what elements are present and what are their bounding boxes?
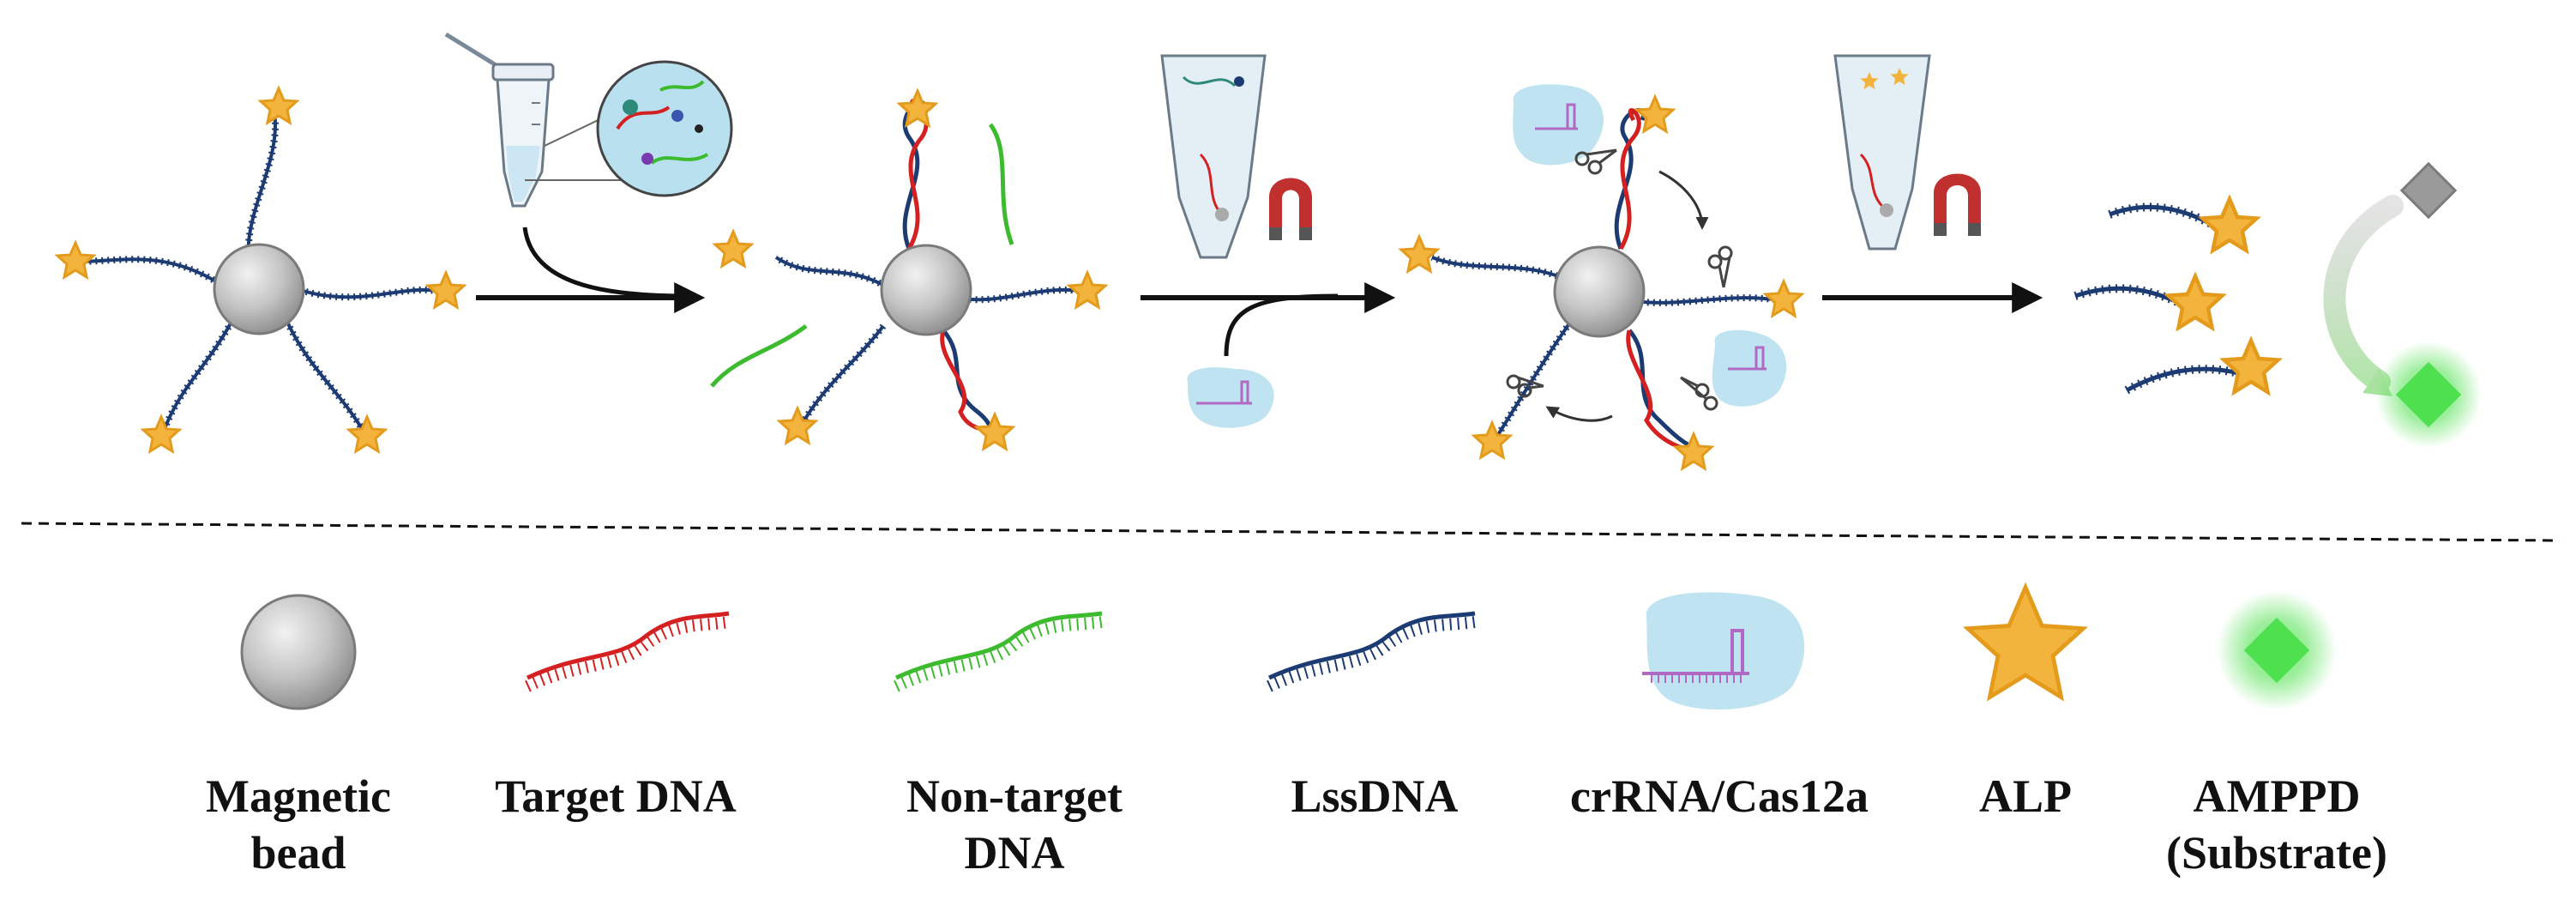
stage-3-cleavage-complex xyxy=(1398,84,1805,472)
stage-4-released-products xyxy=(2073,161,2482,448)
alp-star-icon xyxy=(2164,194,2283,396)
amppd-diamond-icon xyxy=(2375,161,2482,448)
magnetic-bead-icon xyxy=(880,244,972,336)
non-target-dna-strand xyxy=(988,123,1014,245)
target-dna-icon xyxy=(525,611,731,692)
step-arrow-1 xyxy=(476,226,706,313)
stage-2-hybridized-complex xyxy=(710,88,1109,452)
magnetic-bead-icon xyxy=(240,594,357,710)
legend-icons xyxy=(240,582,2337,710)
non-target-dna-icon xyxy=(894,611,1103,692)
scissors-icon xyxy=(1506,148,1733,411)
magnetic-bead-icon xyxy=(1553,245,1646,338)
legend-label-target-dna: Target DNA xyxy=(495,770,737,822)
step-arrow-2 xyxy=(1141,282,1396,357)
section-divider xyxy=(21,522,2561,542)
alp-star-icon xyxy=(1963,582,2088,702)
sample-tube-icon xyxy=(444,32,733,208)
lssdna-strands xyxy=(76,111,442,435)
magnetic-bead-icon xyxy=(213,243,305,335)
cas12a-icon xyxy=(1642,592,1805,710)
legend-label-alp: ALP xyxy=(1979,770,2072,822)
alp-star-icon xyxy=(54,85,467,455)
non-target-dna-strand xyxy=(710,323,808,388)
magnet-icon xyxy=(1269,178,1312,240)
legend-label-amppd: AMPPD (Substrate) xyxy=(2166,770,2387,879)
alp-star-icon xyxy=(1398,94,1805,472)
alp-star-icon xyxy=(712,88,1109,452)
legend-label-magnetic-bead: Magnetic bead xyxy=(206,770,391,879)
amppd-diamond-icon xyxy=(2217,590,2337,710)
legend-label-non-target-dna: Non-target DNA xyxy=(906,770,1122,879)
sample-zoom-bubble xyxy=(596,60,733,197)
cas12a-icon xyxy=(1513,84,1787,407)
separation-tube-icon xyxy=(1833,54,1931,251)
magnet-icon xyxy=(1934,173,1981,236)
stage-1-bead-probe-complex xyxy=(54,85,467,455)
legend-label-crrna-cas12a: crRNA/Cas12a xyxy=(1570,770,1869,822)
cas12a-icon xyxy=(1187,367,1274,428)
lssdna-icon xyxy=(1267,611,1476,692)
legend-label-lssdna: LssDNA xyxy=(1291,770,1459,822)
separation-tube-icon xyxy=(1160,54,1267,259)
